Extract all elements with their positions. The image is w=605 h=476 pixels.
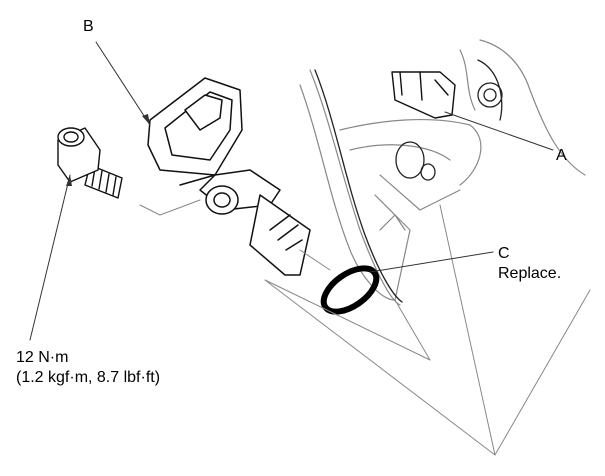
- torque-value: 12 N·m: [16, 349, 69, 366]
- leader-lines: [29, 41, 554, 341]
- leader-arrow-torque: [66, 175, 72, 186]
- label-c-note: Replace.: [498, 265, 562, 282]
- alignment-lines: [139, 199, 591, 456]
- label-b: B: [83, 18, 94, 35]
- torque-conversion: (1.2 kgf·m, 8.7 lbf·ft): [16, 369, 161, 386]
- leader-arrow-b: [142, 114, 150, 125]
- o-ring-c: [320, 265, 380, 315]
- sensor-b: [147, 77, 311, 276]
- bolt: [57, 127, 123, 199]
- engine-block: [299, 39, 586, 306]
- engine-block-dark: [314, 59, 503, 303]
- label-c: C: [498, 245, 510, 262]
- label-a: A: [556, 147, 567, 164]
- connector-a: [391, 71, 456, 119]
